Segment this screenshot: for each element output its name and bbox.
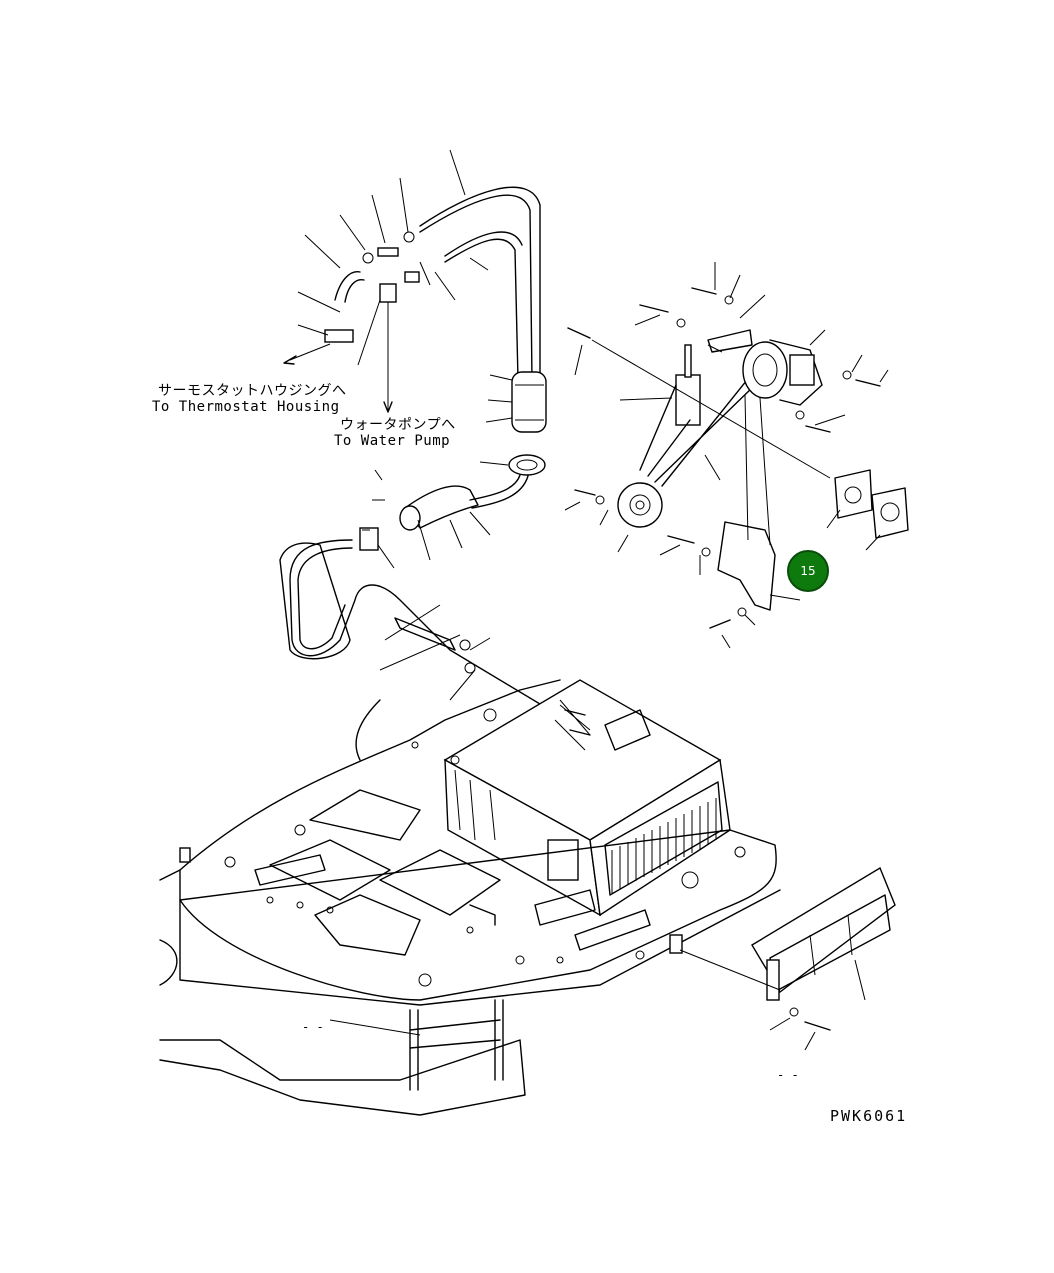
compressor-assembly bbox=[591, 329, 909, 611]
dash-mark: - - bbox=[777, 1068, 799, 1082]
thermostat-label-jp: サーモスタットハウジングへ bbox=[158, 383, 347, 399]
callout-15-badge[interactable]: 15 bbox=[787, 550, 829, 592]
waterpump-label-jp: ウォータポンプへ bbox=[340, 417, 456, 433]
waterpump-label-en: To Water Pump bbox=[334, 433, 451, 449]
leader-lines-lower bbox=[329, 604, 591, 1036]
direction-arrows bbox=[283, 299, 393, 413]
thermostat-label-en: To Thermostat Housing bbox=[152, 399, 340, 415]
dash-mark: - - bbox=[302, 1020, 324, 1034]
heater-hose-assembly bbox=[279, 186, 601, 741]
heater-unit bbox=[443, 679, 731, 917]
bolts-compressor bbox=[564, 262, 889, 649]
leader-lines-hoses bbox=[297, 149, 513, 569]
drawing-code: PWK6061 bbox=[830, 1107, 908, 1125]
filter-cover bbox=[679, 866, 896, 1051]
floor-frame bbox=[159, 679, 781, 1116]
